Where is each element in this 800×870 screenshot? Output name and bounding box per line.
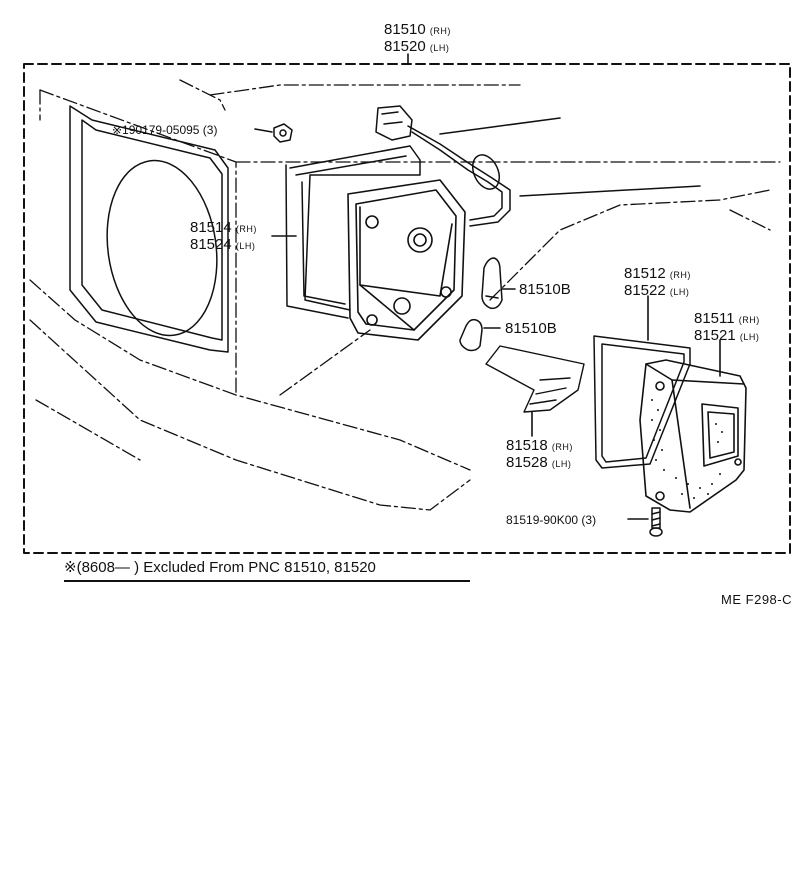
label-bulb-lower: 81510B xyxy=(505,320,557,337)
leader-nut xyxy=(254,128,273,133)
vehicle-body xyxy=(29,79,781,511)
lens-gasket xyxy=(593,335,691,469)
bulb-upper xyxy=(481,257,503,310)
lh-tag: (LH) xyxy=(551,459,572,469)
label-lens-group: 81511 (RH) 81521 (LH) xyxy=(694,311,760,345)
part-number-81511: 81511 xyxy=(694,310,735,327)
part-number-81528: 81528 xyxy=(506,454,548,471)
part-number-81524: 81524 xyxy=(190,236,232,253)
lh-tag: (LH) xyxy=(429,43,450,53)
body-opening xyxy=(285,145,421,319)
part-number-81520: 81520 xyxy=(384,38,426,55)
screw xyxy=(649,507,663,537)
rh-tag: (RH) xyxy=(738,315,760,325)
lh-tag: (LH) xyxy=(739,332,760,342)
assembly-boundary xyxy=(23,63,791,554)
footnote-exclusion: ※(8608— ) Excluded From PNC 81510, 81520 xyxy=(64,559,376,576)
label-housing-group: 81514 (RH) 81524 (LH) xyxy=(190,220,257,254)
lh-tag: (LH) xyxy=(669,287,690,297)
bulb-lower xyxy=(459,318,483,352)
lamp-housing xyxy=(347,179,466,341)
rh-tag: (RH) xyxy=(235,224,257,234)
headlamp xyxy=(69,105,229,353)
lens-texture xyxy=(651,399,723,499)
label-nut: ※190179-05095 (3) xyxy=(112,123,218,137)
part-number-81522: 81522 xyxy=(624,282,666,299)
rh-tag: (RH) xyxy=(429,26,451,36)
figure-code: ME F298-C xyxy=(721,592,792,607)
wiring-harness xyxy=(375,105,701,227)
lh-tag: (LH) xyxy=(235,241,256,251)
reflector xyxy=(485,345,585,413)
lens-assembly xyxy=(639,359,747,513)
part-number-81521: 81521 xyxy=(694,327,736,344)
rh-tag: (RH) xyxy=(551,442,573,452)
part-number-81518: 81518 xyxy=(506,437,548,454)
footnote-underline xyxy=(64,580,470,582)
label-81510-group: 81510 (RH) 81520 (LH) xyxy=(384,22,451,56)
rh-tag: (RH) xyxy=(669,270,691,280)
nut xyxy=(273,123,293,143)
label-bulb-upper: 81510B xyxy=(519,281,571,298)
label-screw: 81519-90K00 (3) xyxy=(506,513,597,527)
part-number-81512: 81512 xyxy=(624,265,666,282)
part-number-81514: 81514 xyxy=(190,219,232,236)
label-gasket-group: 81512 (RH) 81522 (LH) xyxy=(624,266,691,300)
part-number-81510: 81510 xyxy=(384,21,426,38)
label-reflector-group: 81518 (RH) 81528 (LH) xyxy=(506,438,573,472)
